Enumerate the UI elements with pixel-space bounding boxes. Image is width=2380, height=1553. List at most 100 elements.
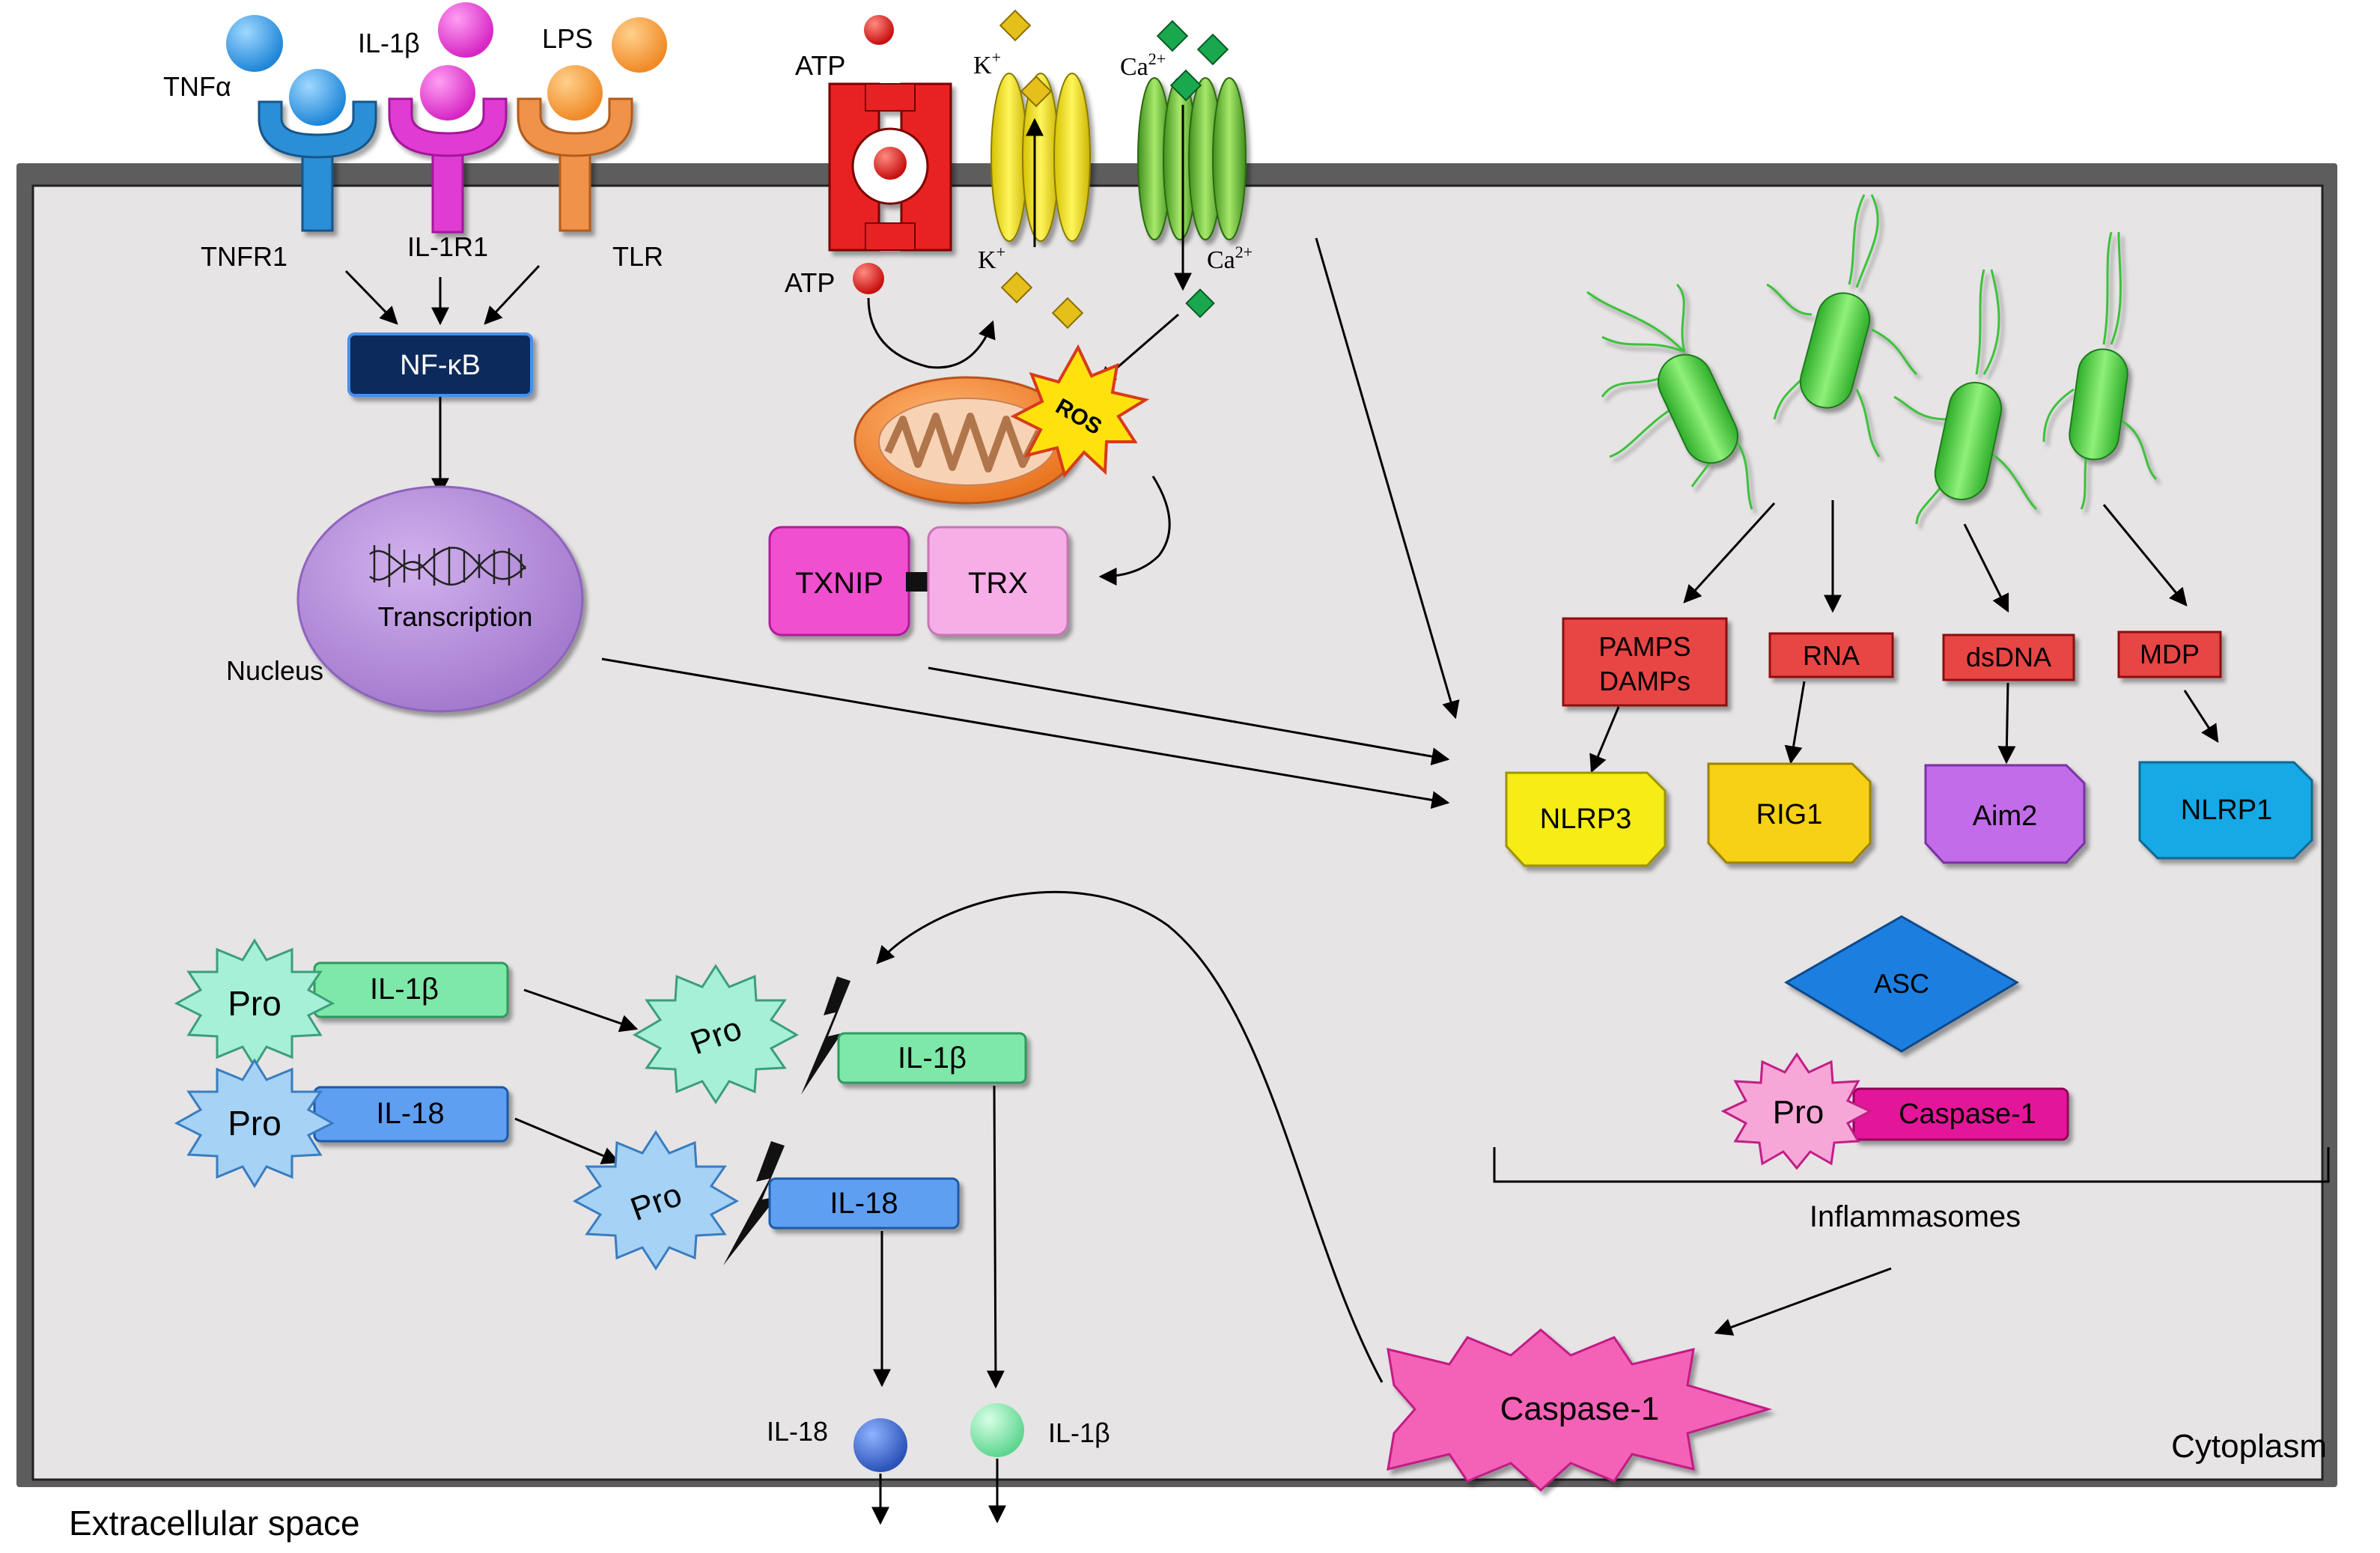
label-pro-il1b: Pro xyxy=(228,984,281,1023)
arrow-tlr-nfkb xyxy=(484,264,541,325)
k-ion-icon xyxy=(1020,75,1053,108)
k-ion-icon xyxy=(1000,271,1033,304)
lps-ligand-free xyxy=(612,17,667,73)
txnip-trx-link xyxy=(906,572,930,592)
label-damps: DAMPs xyxy=(1599,666,1690,696)
il1b-cleaved-bar xyxy=(837,1032,1027,1084)
ros-starburst-icon xyxy=(1010,344,1150,478)
arrow-inflammasome-caspase xyxy=(1714,1267,1892,1336)
label-trx: TRX xyxy=(968,567,1028,600)
tnfr1-receptor-icon xyxy=(258,100,377,232)
arrow-membrane-nlrp3 xyxy=(1315,237,1460,720)
label-tnfr1: TNFR1 xyxy=(201,241,287,272)
label-atp-top: ATP xyxy=(795,50,845,81)
nlrp1-sensor xyxy=(2138,761,2313,860)
pro-cleaved-blue-starburst-icon xyxy=(572,1130,740,1271)
arrow-pro-il1b-cleave xyxy=(523,988,639,1033)
ca-ion-icon xyxy=(1169,69,1202,102)
caspase1-active-starburst xyxy=(1387,1328,1773,1492)
pro-il18-starburst-icon xyxy=(174,1058,335,1188)
label-il1b-out: IL-1β xyxy=(1048,1417,1110,1448)
nucleus xyxy=(296,485,584,713)
dsdna-box xyxy=(1942,633,2075,681)
trx-box xyxy=(927,526,1069,636)
label-transcription: Transcription xyxy=(378,601,533,632)
label-rna: RNA xyxy=(1803,640,1860,671)
label-tlr: TLR xyxy=(612,241,663,272)
bacterium-icon xyxy=(2042,231,2158,510)
arrow-bact-mdp xyxy=(2102,504,2188,607)
label-pamps: PAMPS xyxy=(1598,631,1690,662)
aim2-sensor xyxy=(1924,764,2086,864)
il1b-mature-icon xyxy=(970,1403,1024,1457)
atp-extracellular-icon xyxy=(864,15,894,45)
il18-mature-icon xyxy=(853,1418,907,1472)
label-atp-mid: ATP xyxy=(785,267,835,298)
label-il1b-cleaved: IL-1β xyxy=(898,1042,967,1075)
tlr-receptor-icon xyxy=(517,97,633,232)
label-caspase1-active: Caspase-1 xyxy=(1500,1391,1660,1427)
label-caspase1-pro: Caspase-1 xyxy=(1899,1098,2036,1130)
label-nlrp1: NLRP1 xyxy=(2181,794,2273,826)
pro-caspase-starburst-icon xyxy=(1720,1052,1873,1170)
arrow-pro-il18-cleave xyxy=(514,1117,621,1164)
il1b-ligand-free xyxy=(438,2,493,58)
label-nucleus: Nucleus xyxy=(226,655,323,686)
ca-ion-icon xyxy=(1196,33,1229,66)
label-lps: LPS xyxy=(542,23,593,54)
label-pro-caspase: Pro xyxy=(1773,1094,1824,1131)
ca-ion-icon xyxy=(1156,19,1189,52)
pro-cleaved-green-starburst-icon xyxy=(632,964,800,1104)
label-cytoplasm: Cytoplasm xyxy=(2171,1428,2327,1465)
label-mdp: MDP xyxy=(2140,639,2200,669)
arrow-caspase-cleavage xyxy=(876,890,1384,1383)
rig1-sensor xyxy=(1707,762,1872,864)
asc-diamond xyxy=(1784,915,2019,1053)
nfkb-box xyxy=(347,332,533,397)
label-pro-il18: Pro xyxy=(228,1104,281,1143)
label-tnfa: TNFα xyxy=(163,71,231,102)
arrow-mdp-nlrp1 xyxy=(2183,690,2219,744)
arrow-trx-nlrp3 xyxy=(928,666,1450,766)
ca-channel-icon xyxy=(1137,77,1247,240)
pamps-damps-box xyxy=(1562,617,1728,707)
k-ion-icon xyxy=(999,9,1032,42)
tnfa-ligand-bound xyxy=(289,69,346,126)
atp-intracellular-icon xyxy=(853,263,884,294)
mdp-box xyxy=(2117,630,2222,678)
k-channel-icon xyxy=(990,73,1091,242)
arrow-bact-pamps xyxy=(1683,502,1776,604)
arrow-il1b-secrete xyxy=(986,1085,1005,1389)
lps-ligand-bound xyxy=(547,65,603,121)
label-aim2: Aim2 xyxy=(1973,800,2038,832)
arrow-ros-trx xyxy=(1098,475,1171,586)
bacterium-icon xyxy=(1893,269,2038,525)
label-k-mid: K+ xyxy=(978,243,1005,274)
dna-icon xyxy=(369,544,527,587)
label-inflammasomes: Inflammasomes xyxy=(1810,1200,2021,1233)
nlrp3-sensor xyxy=(1505,771,1667,867)
label-asc: ASC xyxy=(1874,968,1929,999)
il1b-ligand-bound xyxy=(420,65,475,121)
label-il1b-pro: IL-1β xyxy=(370,973,439,1006)
label-ca-top: Ca2+ xyxy=(1120,49,1166,81)
label-k-top: K+ xyxy=(973,48,1001,79)
label-il18-cleaved: IL-18 xyxy=(830,1187,898,1220)
inflammasomes-bracket xyxy=(1493,1147,2330,1183)
label-il18-out: IL-18 xyxy=(767,1416,828,1447)
mitochondrion-icon xyxy=(853,376,1081,505)
arrow-atp-curve xyxy=(867,297,996,369)
label-il18-pro: IL-18 xyxy=(376,1097,444,1130)
arrow-bact-dsdna xyxy=(1963,523,2009,613)
arrow-nucleus-nlrp3 xyxy=(601,657,1450,809)
label-ca-mid: Ca2+ xyxy=(1207,243,1253,274)
arrow-dsdna-aim2 xyxy=(1997,682,2016,765)
label-extracellular: Extracellular space xyxy=(69,1504,360,1543)
label-il1r1: IL-1R1 xyxy=(407,231,488,262)
il1r1-receptor-icon xyxy=(388,97,508,234)
lightning-icon xyxy=(723,1141,785,1265)
lightning-icon xyxy=(801,976,850,1095)
label-nlrp3: NLRP3 xyxy=(1540,803,1632,835)
k-ion-icon xyxy=(1051,297,1084,329)
